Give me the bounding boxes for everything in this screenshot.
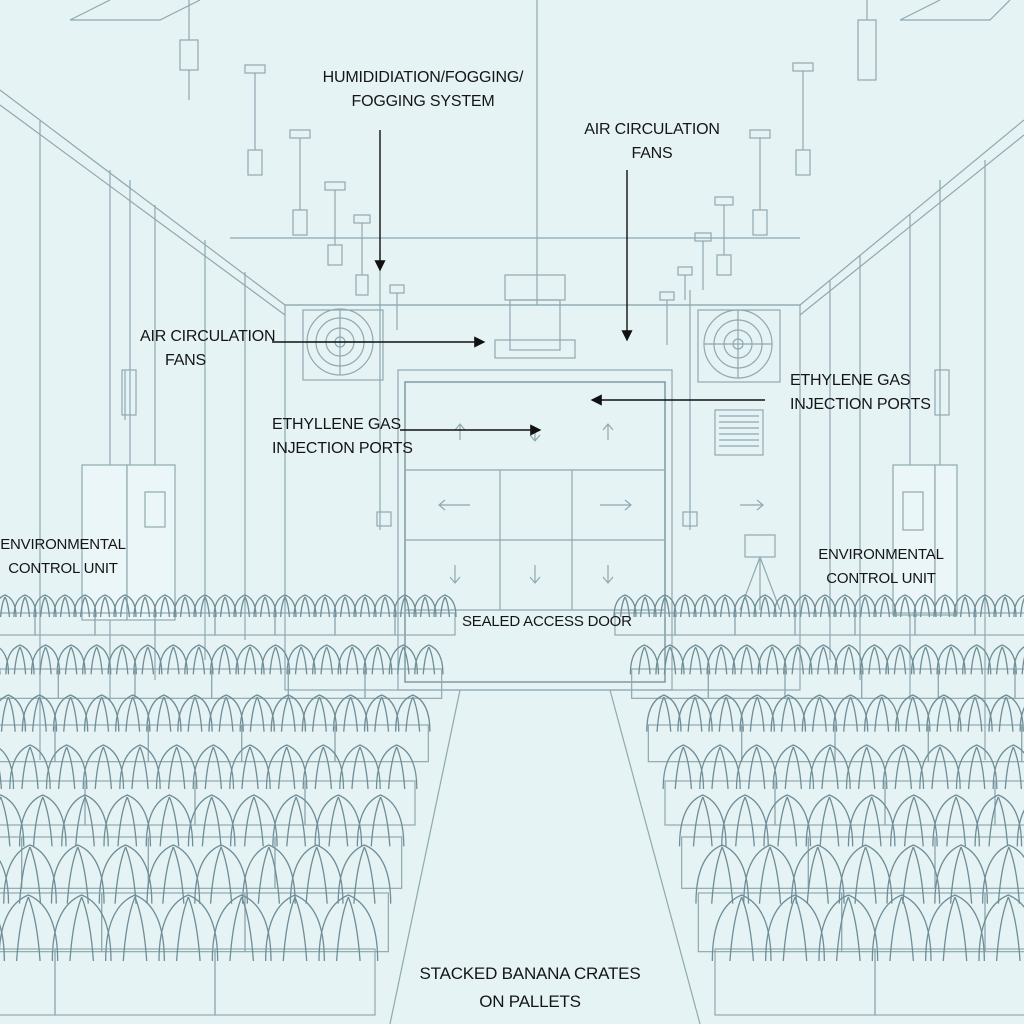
banana-crate [646,694,744,763]
label-line: STACKED BANANA CRATES [419,964,641,983]
banana-crate [0,744,88,826]
banana-crate [936,644,1017,699]
label-humidification-system: HUMIDIDIATION/FOGGING/ FOGGING SYSTEM [318,66,528,114]
banana-crate [793,594,857,636]
label-line: INJECTION PORTS [272,440,413,457]
label-line: ETHYLENE GAS [790,372,911,389]
banana-crate [0,894,59,1016]
label-air-circulation-fans-left: AIR CIRCULATION FANS [140,325,276,373]
label-line: FANS [631,145,673,162]
banana-crate [1019,706,1024,763]
banana-crate [211,894,379,1016]
banana-crate [98,844,249,953]
wall-vent [714,409,764,456]
banana-crate [838,844,989,953]
banana-crate [871,894,1024,1016]
label-environmental-control-right: ENVIRONMENTAL CONTROL UNIT [818,543,944,591]
label-line: AIR CIRCULATION [584,121,720,138]
banana-crate [0,794,25,889]
banana-crate [56,644,137,699]
banana-crate [0,594,37,636]
label-line: AIR CIRCULATION [140,328,276,345]
banana-crate [992,744,1024,826]
label-line: HUMIDIDIATION/FOGGING/ [322,69,524,86]
label-line: INJECTION PORTS [790,396,931,413]
fogging-unit [494,274,576,359]
banana-crate [673,594,737,636]
label-environmental-control-left: ENVIRONMENTAL CONTROL UNIT [0,533,126,581]
banana-crate [146,694,244,763]
banana-crate [332,694,431,763]
banana-crate [333,594,397,636]
banana-crate [33,594,97,636]
label-stacked-banana-crates: STACKED BANANA CRATES ON PALLETS [400,960,660,1016]
label-line: ON PALLETS [479,992,581,1011]
banana-crate [733,594,797,636]
banana-crate [772,744,888,826]
banana-crate [832,694,931,763]
label-air-circulation-fans-top: AIR CIRCULATION FANS [582,118,722,166]
banana-crate [805,794,938,889]
banana-crate [393,594,457,636]
banana-crate [363,644,444,699]
label-line: ETHYLLENE GAS [272,416,402,433]
banana-crate [273,594,337,636]
banana-crate [932,794,1024,889]
banana-crate [51,894,219,1016]
label-sealed-access-door: SEALED ACCESS DOOR [462,613,632,630]
banana-crate [82,744,198,826]
banana-crate [711,894,879,1016]
label-ethylene-ports-right: ETHYLENE GAS INJECTION PORTS [790,369,931,417]
banana-crate [882,744,998,826]
label-ethylene-ports-left: ETHYLLENE GAS INJECTION PORTS [272,413,413,461]
banana-crate [1013,646,1024,699]
banana-crate [192,744,308,826]
air-circulation-fan-left [302,308,384,381]
banana-crate [973,594,1024,636]
label-line: FOGGING SYSTEM [351,93,495,110]
banana-crate [0,694,58,763]
label-line: CONTROL UNIT [826,570,936,587]
label-line: ENVIRONMENTAL [0,536,126,553]
environmental-control-unit-right [892,180,958,616]
banana-crate [859,644,941,699]
banana-crate [133,644,214,699]
banana-crate [239,694,338,763]
sealed-access-door [376,369,764,691]
banana-crate [209,644,291,699]
label-arrows [272,130,765,436]
label-line: CONTROL UNIT [8,560,118,577]
banana-crates [0,594,1024,1016]
environmental-control-unit-left [81,180,176,621]
label-line: ENVIRONMENTAL [818,546,944,563]
banana-crate [241,844,392,953]
fogging-nozzles [179,0,877,530]
label-line: FANS [165,352,206,369]
banana-crate [0,644,61,699]
air-circulation-fan-right [697,309,781,383]
